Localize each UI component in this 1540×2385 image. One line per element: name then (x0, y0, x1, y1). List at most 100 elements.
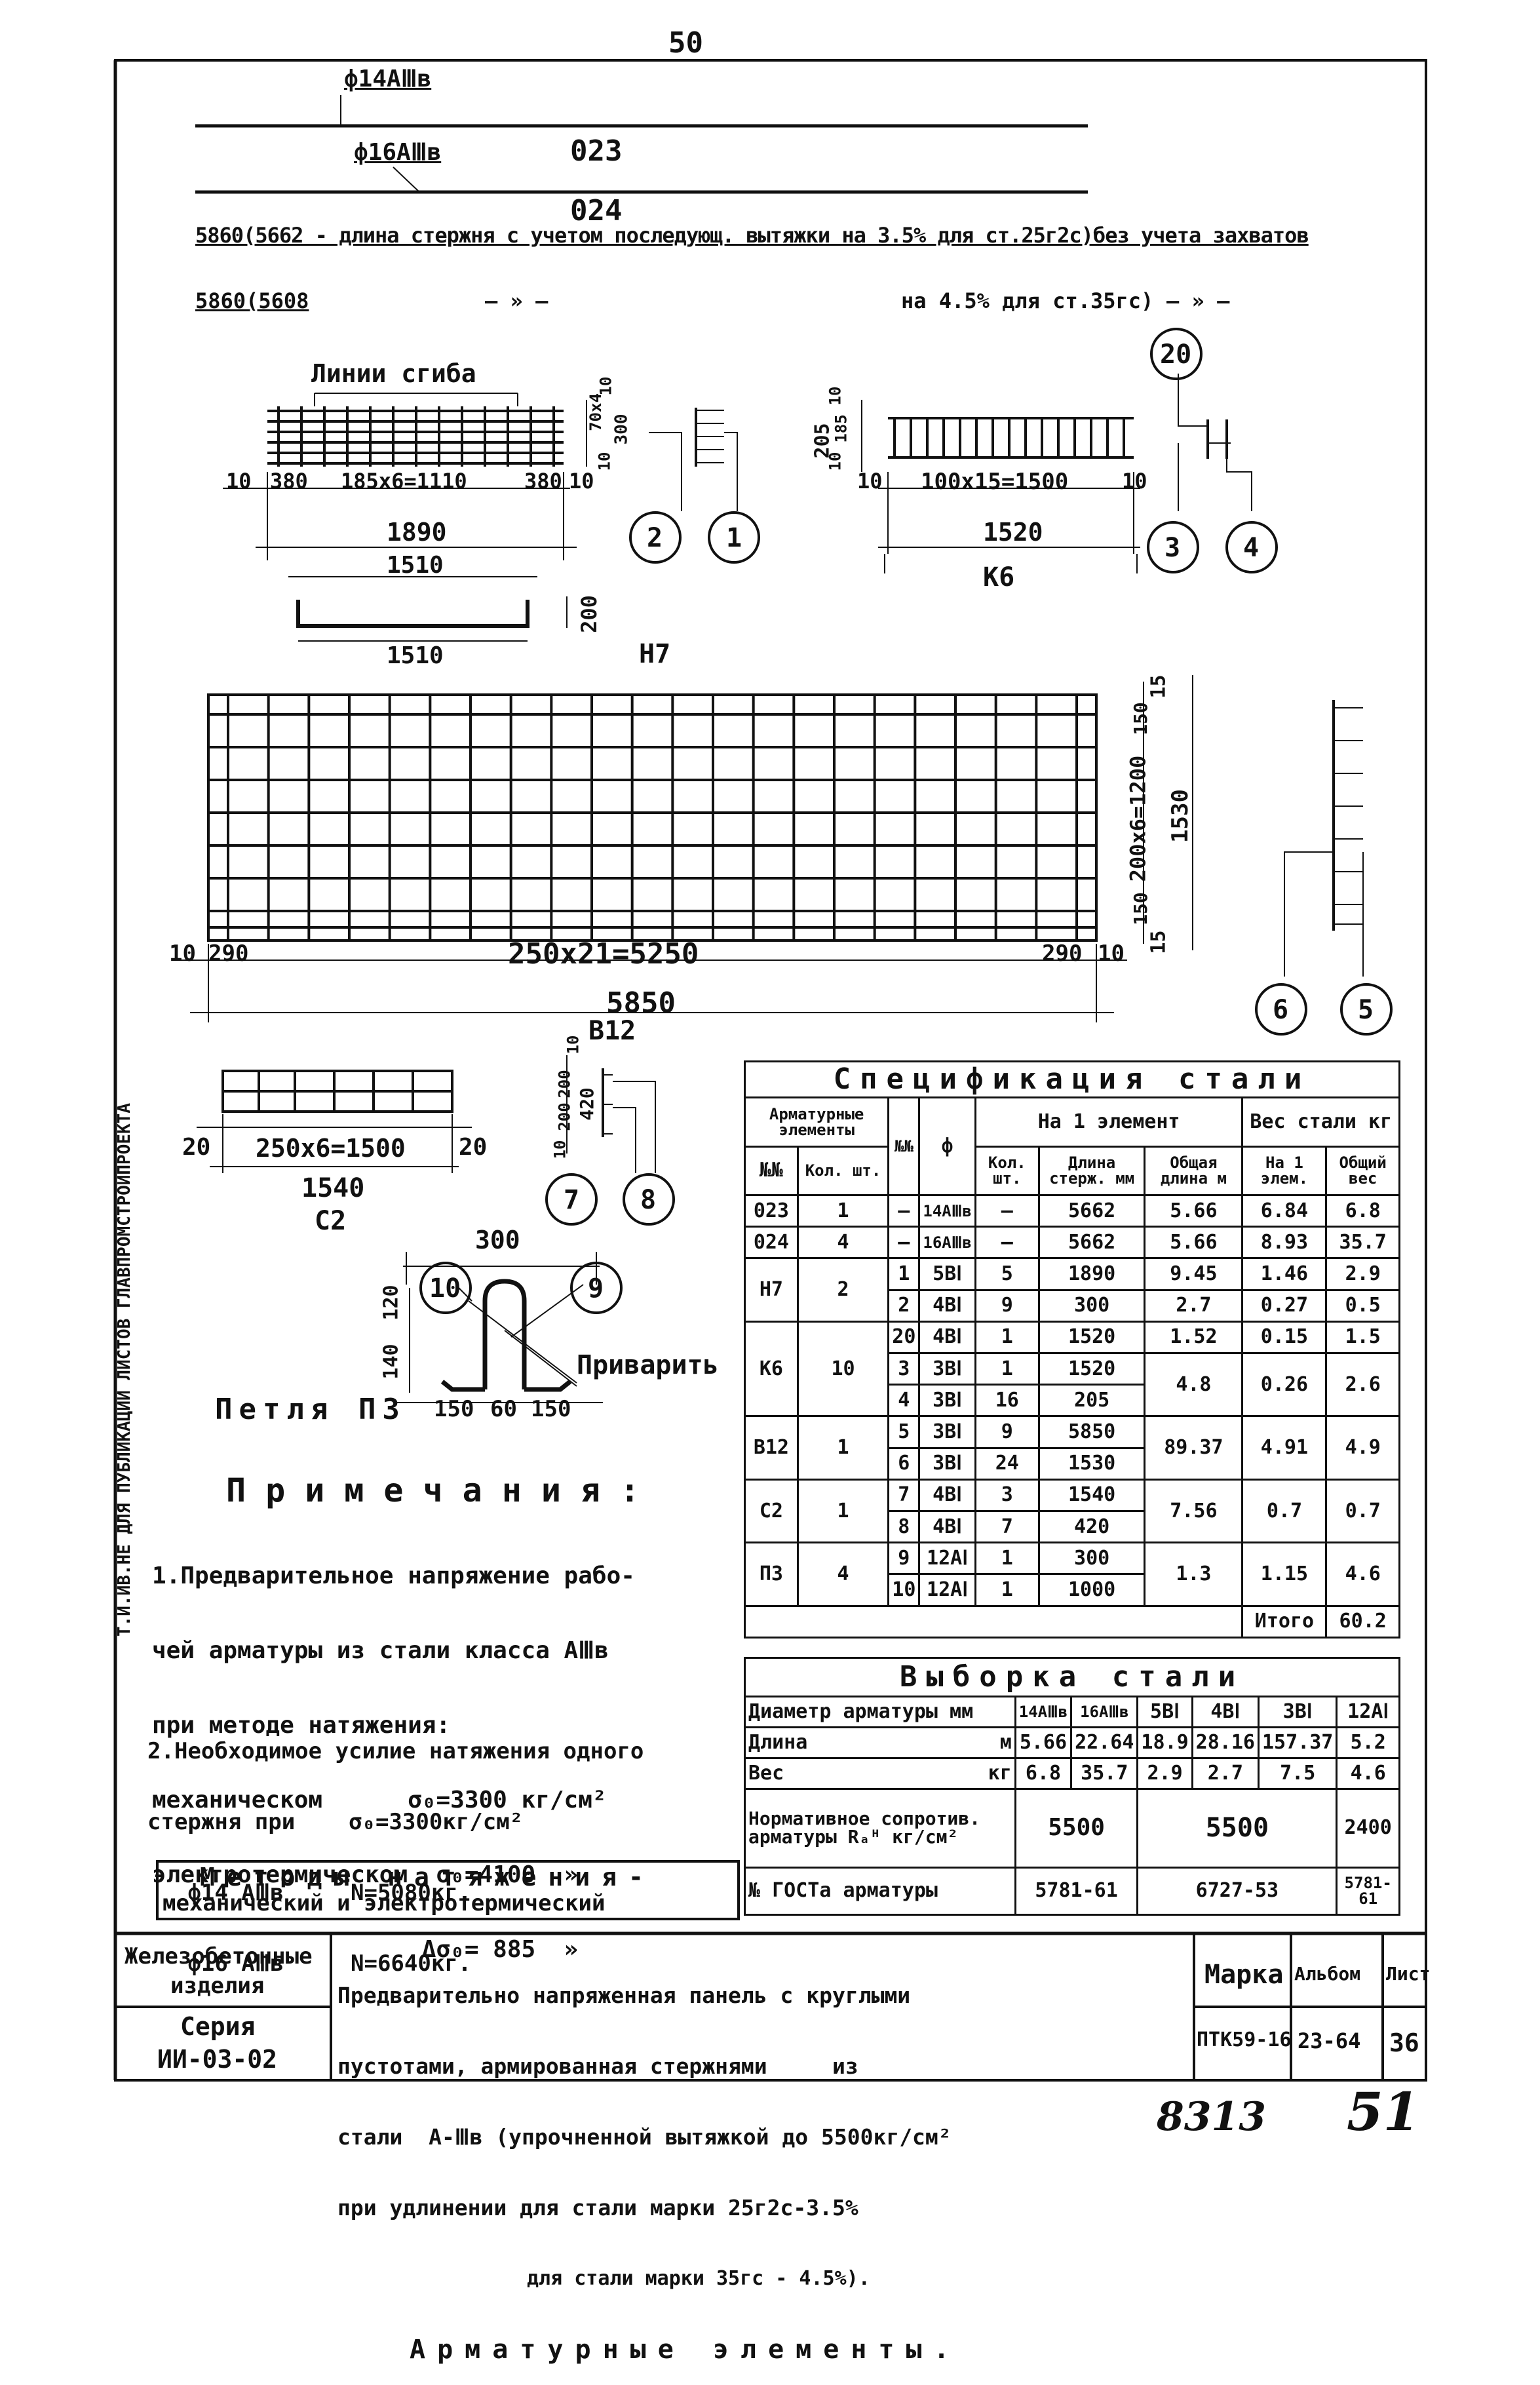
table-cell: 5 (887, 1415, 921, 1449)
table-row: № ГОСТа арматуры 5781-61 6727-53 5781-61 (744, 1866, 1400, 1916)
table-row: Длина м 5.66 22.64 18.9 28.16 157.37 5.2 (743, 1726, 1400, 1759)
c2-total: 1540 (301, 1173, 365, 1203)
loop-dim-150b: 150 (531, 1396, 571, 1422)
table-row: Н7 2 1 5ВⅠ 5 1890 9.45 1.46 2.9 (744, 1257, 1400, 1323)
selection-col: 4ВⅠ (1191, 1696, 1260, 1728)
tb-desc-line: при удлинении для стали марки 25г2с-3.5% (337, 2195, 858, 2220)
note1-line: механическом σ₀=3300 кг/см² (152, 1787, 607, 1813)
table-cell: 4.6 (1336, 1756, 1400, 1790)
table-cell: 5781-61 (1014, 1866, 1139, 1916)
note1-line: Δσ₀= 885 » (152, 1936, 579, 1963)
methods-box (156, 1860, 740, 1920)
selection-len-label: Длина (743, 1726, 931, 1759)
loop-h-120: 120 (379, 1285, 403, 1321)
table-cell: 1 (974, 1352, 1040, 1386)
k6-dim-middle: 100x15=1500 (921, 469, 1069, 495)
tb-marka-label: Марка (1204, 1960, 1284, 1990)
note1-line: 1.Предварительное напряжение рабо- (152, 1562, 635, 1589)
page-number: 50 (668, 26, 703, 60)
table-cell: 10 (796, 1320, 890, 1418)
table-cell: 4 (796, 1226, 890, 1260)
table-row: 3 3ВⅠ 1 1520 4.8 0.26 2.6 (745, 1352, 1400, 1418)
selection-col: 14АⅢв (1014, 1696, 1073, 1728)
b12-h-middle: 200x6=1200 (1125, 755, 1151, 882)
spec-h-phi: ф (918, 1096, 976, 1196)
table-cell: 2.6 (1325, 1352, 1400, 1418)
h7-width-bottom: 1510 (387, 642, 444, 669)
table-cell: 1 (796, 1193, 890, 1228)
table-cell: 1.3 (1144, 1542, 1244, 1607)
table-cell: 4.91 (1241, 1415, 1328, 1481)
table-row: К6 10 20 4ВⅠ 1 1520 1.52 0.15 1.5 (744, 1320, 1400, 1418)
c2-h-200b: 200 (555, 1102, 574, 1131)
k6-frame-drawing (861, 374, 1252, 573)
table-row: П3 4 9 12АⅠ 1 300 1.3 1.15 4.6 (744, 1542, 1400, 1607)
selection-w-label: Вес (743, 1756, 931, 1790)
table-cell: – (887, 1226, 921, 1260)
tb-sheet-value: 36 (1389, 2028, 1419, 2057)
table-cell: 9 (887, 1542, 921, 1576)
callout-circle-7 (545, 1173, 598, 1226)
h7-dim-10a: 10 (226, 469, 252, 494)
k6-dim-10a: 10 (857, 469, 883, 494)
note1-line: чей арматуры из стали класса АⅢв (152, 1637, 609, 1664)
table-row: С2 1 7 4ВⅠ 3 1540 7.56 0.7 0.7 (744, 1478, 1400, 1544)
note2-line: ф16 АⅢв N=6640кг. (147, 1950, 472, 1977)
table-cell: С2 (744, 1478, 799, 1544)
table-cell: 4.6 (1325, 1542, 1400, 1607)
tb-desc-line: Арматурные элементы. (410, 2335, 961, 2365)
bar-length-note-2: 5860(5608 (195, 288, 309, 313)
table-cell: 300 (1037, 1542, 1146, 1576)
table-row-total: Итого 60.2 (743, 1604, 1400, 1639)
table-cell: 300 (1037, 1289, 1146, 1323)
tb-series-value: ИИ-03-02 (157, 2045, 278, 2074)
table-cell: 7.5 (1257, 1756, 1338, 1790)
dash-mark-2: — » — (1166, 288, 1230, 313)
table-cell: 4ВⅠ (918, 1289, 976, 1323)
table-cell: 1.46 (1241, 1257, 1328, 1291)
table-cell: 18.9 (1136, 1726, 1193, 1759)
table-cell: 205 (1037, 1384, 1146, 1418)
table-cell: 5.2 (1336, 1726, 1400, 1759)
callout-circle-9 (570, 1262, 623, 1314)
k6-h-185: 185 (832, 414, 851, 443)
table-cell: 1.15 (1241, 1542, 1328, 1607)
selection-table-title: Выборка стали (744, 1657, 1400, 1697)
table-cell: 35.7 (1325, 1226, 1400, 1260)
table-cell: 14АⅢв (918, 1193, 976, 1228)
spec-h-count: Кол. шт. (796, 1145, 890, 1196)
table-cell: 9 (974, 1415, 1040, 1449)
table-cell: 1520 (1037, 1320, 1146, 1355)
steel-spec-table: Спецификация стали Арматурные элементы №… (743, 1060, 1400, 1639)
table-cell: 5662 (1037, 1193, 1146, 1228)
table-cell: 1000 (1037, 1573, 1146, 1607)
table-cell: 24 (974, 1446, 1040, 1481)
callout-7: 7 (564, 1185, 580, 1215)
table-cell: К6 (744, 1320, 799, 1418)
h7-label: Н7 (639, 639, 671, 669)
table-cell: – (974, 1226, 1040, 1260)
bar-length-note-1: 5860(5662 - длина стержня с учетом после… (195, 223, 1309, 248)
b12-h-150a: 150 (1129, 702, 1151, 735)
tb-description: Предварительно напряженная панель с круг… (337, 1937, 961, 2385)
table-cell: – (887, 1193, 921, 1228)
table-cell: 6.8 (1325, 1193, 1400, 1228)
table-cell: 1 (974, 1542, 1040, 1576)
spec-h-per-el: На 1 элем. (1241, 1145, 1328, 1196)
table-cell: 1.52 (1144, 1320, 1244, 1355)
table-cell: 2.7 (1144, 1289, 1244, 1323)
table-cell: 023 (744, 1193, 799, 1228)
table-cell: 5662 (1037, 1226, 1146, 1260)
table-cell: 5 (974, 1257, 1040, 1291)
spec-table-title: Спецификация стали (744, 1060, 1400, 1098)
table-row: 8 4ВⅠ 7 420 (745, 1510, 1400, 1544)
c2-h-10a: 10 (564, 1035, 583, 1055)
footer-number: 8313 (1157, 2094, 1266, 2140)
k6-h-10b: 10 (826, 452, 845, 471)
selection-col: 16АⅢв (1070, 1696, 1139, 1728)
table-cell: 5500 (1014, 1787, 1139, 1869)
k6-dim-10b: 10 (1122, 469, 1147, 494)
notes-block-1: 1.Предварительное напряжение рабо- чей а… (152, 1514, 635, 1987)
notes-block-2: 2.Необходимое усилие натяжения одного ст… (147, 1692, 644, 1999)
tb-category-1: Железобетонные (125, 1943, 313, 1969)
